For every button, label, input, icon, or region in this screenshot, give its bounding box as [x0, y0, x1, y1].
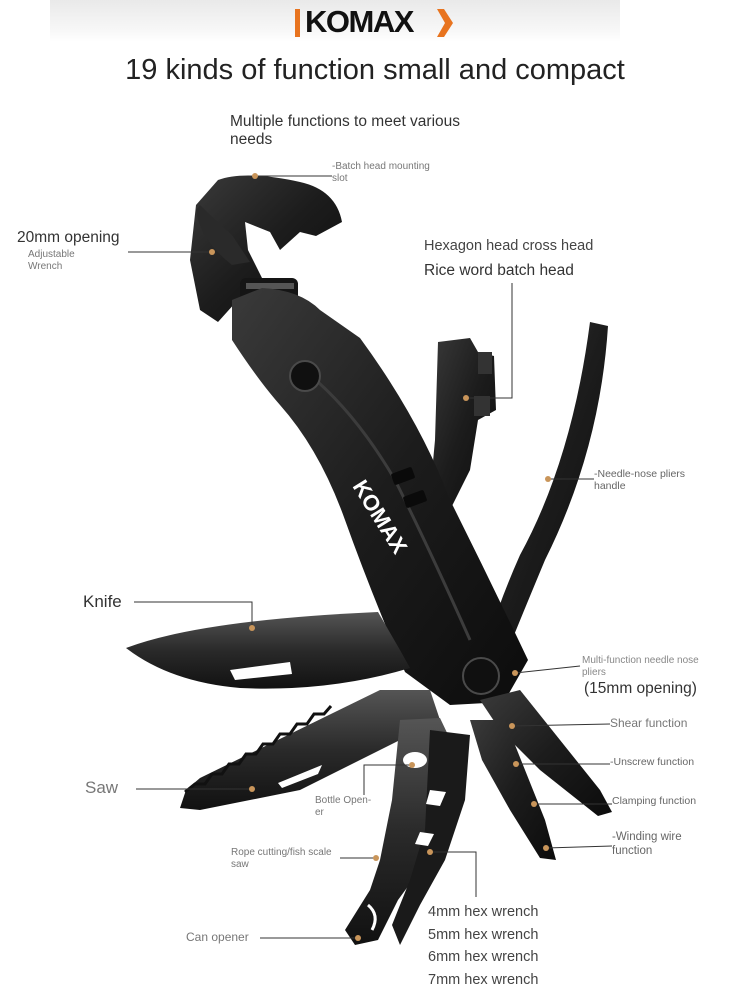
callout-can-opener: Can opener: [186, 930, 249, 944]
hex-wrench-6mm: 6mm hex wrench: [428, 949, 539, 965]
wrench-head-shape: [190, 175, 342, 322]
callout-15mm-opening: (15mm opening): [584, 680, 697, 697]
page-title: 19 kinds of function small and compact: [125, 54, 625, 86]
callout-hex-wrenches: 4mm hex wrench 5mm hex wrench 6mm hex wr…: [428, 901, 538, 991]
hex-wrench-4mm: 4mm hex wrench: [428, 904, 539, 920]
callout-20mm-opening: 20mm opening: [17, 229, 120, 246]
callout-rice-word: Rice word batch head: [424, 262, 574, 279]
callout-shear: Shear function: [610, 716, 688, 730]
batch-head-holder-shape: [428, 338, 496, 520]
hex-wrench-7mm: 7mm hex wrench: [428, 971, 539, 988]
callout-rope-cutting: Rope cutting/fish scale saw: [231, 847, 332, 870]
pivot-screw-icon: [289, 360, 321, 392]
callout-multi-function-pliers: Multi-function needle nose pliers: [582, 655, 699, 678]
logo-text: KOMAX: [305, 4, 414, 39]
header-band: [50, 0, 620, 42]
callout-unscrew: -Unscrew function: [610, 756, 695, 768]
callout-hexagon-head: Hexagon head cross head: [424, 238, 594, 254]
pliers-jaw-upper-shape: [480, 690, 612, 816]
callout-knife: Knife: [83, 592, 122, 611]
callout-batch-head-slot: -Batch head mounting slot: [332, 161, 430, 184]
callout-winding-wire: -Winding wire function: [612, 831, 682, 857]
callout-bottle-opener: Bottle Open- er: [315, 795, 372, 818]
callout-needle-nose-handle: -Needle-nose pliers handle: [594, 468, 686, 493]
subheading: Multiple functions to meet various needs: [230, 113, 461, 149]
pivot-screw-icon: [462, 657, 500, 695]
hex-wrench-5mm: 5mm hex wrench: [428, 926, 539, 943]
callout-clamping: Clamping function: [612, 795, 697, 807]
saw-blade-shape: [180, 690, 440, 810]
callout-saw: Saw: [85, 778, 119, 797]
knife-blade-shape: [126, 612, 410, 689]
callout-dots: [209, 173, 551, 941]
logo-bracket-icon: [295, 9, 453, 37]
pliers-jaw-lower-shape: [470, 720, 556, 860]
callout-adjustable-wrench: Adjustable Wrench: [28, 249, 75, 272]
brand-logo: KOMAX: [295, 4, 457, 40]
pliers-handle-shape: [488, 322, 608, 650]
